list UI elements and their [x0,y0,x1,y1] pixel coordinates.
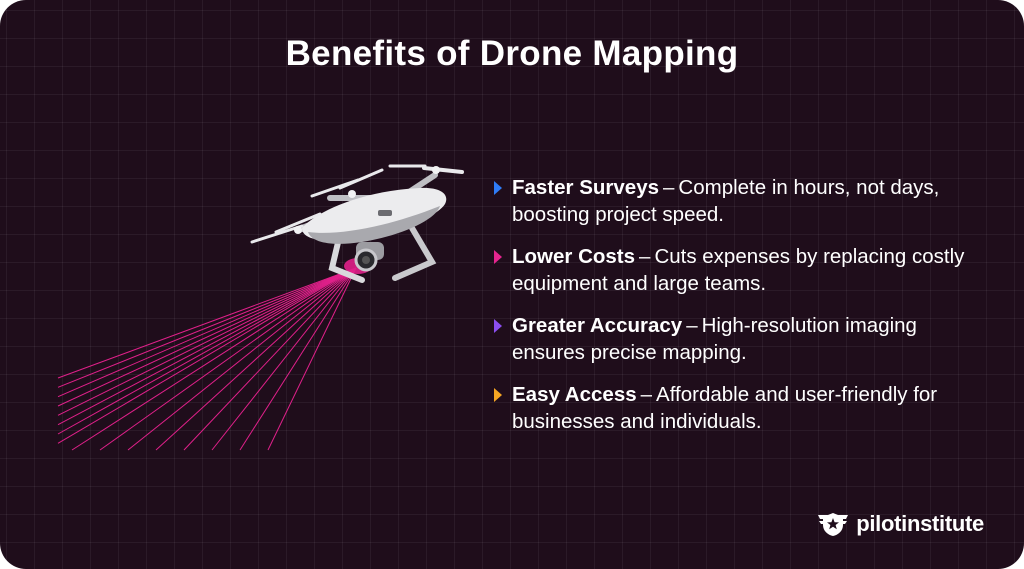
benefit-separator: – [640,383,653,406]
page-title: Benefits of Drone Mapping [285,34,739,73]
scan-beam-line [57,267,357,388]
drone-illustration [57,164,464,451]
logo-text: pilotinstitute [856,511,984,536]
scan-beam-line [211,267,357,451]
triangle-bullet-icon [494,181,502,195]
benefit-name: Greater Accuracy [512,314,683,337]
triangle-bullet-icon [494,319,502,333]
scan-beam-line [57,267,357,444]
benefits-list: Faster Surveys–Complete in hours, not da… [494,174,994,450]
triangle-bullet-icon [494,250,502,264]
scan-beam-line [57,267,357,435]
scan-beam-line [99,267,357,451]
benefit-item: Lower Costs–Cuts expenses by replacing c… [494,243,994,297]
benefit-separator: – [639,245,651,268]
scan-beam-line [267,267,357,451]
benefit-description: Affordable and user-friendly for busines… [512,383,938,433]
benefit-description: High-resolution imaging ensures precise … [512,314,917,364]
scan-beam-line [239,267,357,451]
scan-beam-line [57,267,357,379]
benefit-name: Faster Surveys [512,176,660,199]
drone-icon [250,164,464,283]
benefit-item: Faster Surveys–Complete in hours, not da… [494,174,994,228]
benefit-description: Complete in hours, not days, boosting pr… [512,176,940,226]
benefit-name: Easy Access [512,383,637,406]
scan-beam-line [71,267,357,451]
benefit-name: Lower Costs [512,245,636,268]
scan-beam-line [57,267,357,416]
scan-beam-line [155,267,357,451]
scan-beam-line [183,267,357,451]
scan-beam-line [57,267,357,398]
pilot-institute-logo: pilotinstitute [816,511,984,537]
benefit-item: Easy Access–Affordable and user-friendly… [494,381,994,435]
benefit-separator: – [663,176,675,199]
benefit-separator: – [686,314,698,337]
benefit-description: Cuts expenses by replacing costly equipm… [512,245,965,295]
scan-beam-line [127,267,357,451]
pilot-wings-star-icon [818,513,849,536]
scan-beam [57,267,357,451]
triangle-bullet-icon [494,388,502,402]
benefit-item: Greater Accuracy–High-resolution imaging… [494,312,994,366]
scan-beam-line [57,267,357,407]
scan-beam-line [57,267,357,426]
